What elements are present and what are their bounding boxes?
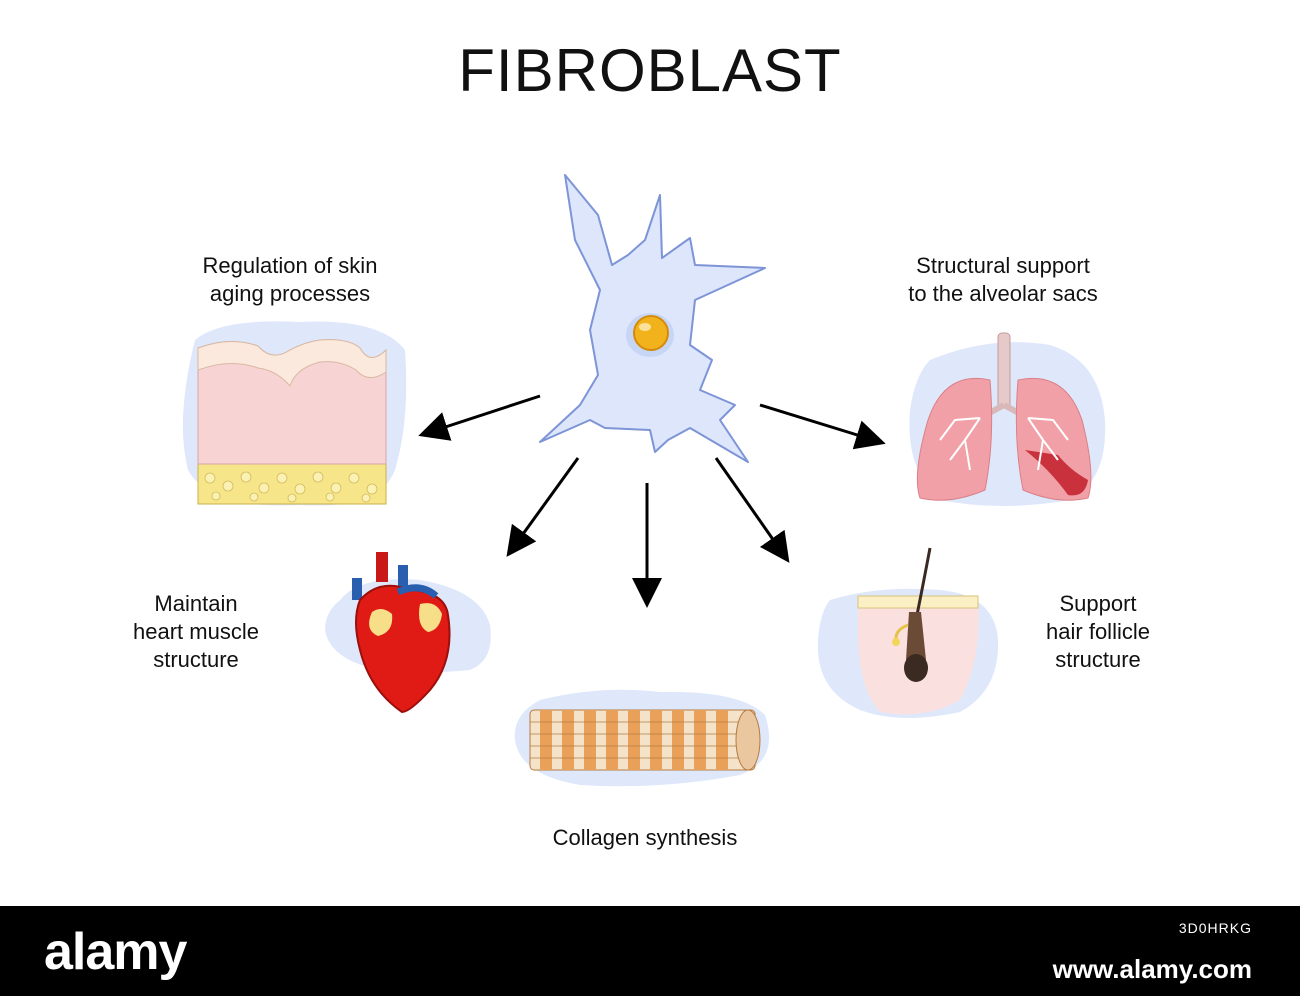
nucleus-icon bbox=[633, 315, 669, 351]
arrows bbox=[418, 394, 886, 608]
diagram-title: FIBROBLAST bbox=[458, 37, 842, 104]
diagram-canvas: FIBROBLAST Regulation of skin aging proc… bbox=[133, 37, 1150, 850]
label-heart-structure: Maintain heart muscle structure bbox=[133, 591, 259, 672]
watermark-footer: alamy 3D0HRKG www.alamy.com bbox=[0, 906, 1300, 996]
arrow-to-lungs bbox=[759, 403, 886, 450]
label-alveolar-support: Structural support to the alveolar sacs bbox=[908, 253, 1098, 306]
collagen-fiber-icon bbox=[514, 689, 770, 787]
lungs-icon bbox=[909, 332, 1106, 506]
arrow-to-skin bbox=[418, 394, 541, 441]
label-skin-aging: Regulation of skin aging processes bbox=[202, 253, 378, 306]
diagram-artwork bbox=[182, 174, 1106, 787]
arrow-to-hair bbox=[714, 457, 790, 563]
watermark-url: www.alamy.com bbox=[1052, 954, 1252, 984]
hair-follicle-icon bbox=[817, 547, 999, 719]
watermark-image-id: 3D0HRKG bbox=[1178, 920, 1252, 936]
skin-layers-icon bbox=[182, 321, 407, 506]
watermark-logo: alamy bbox=[44, 923, 187, 981]
fibroblast-cell-icon bbox=[539, 174, 766, 463]
arrow-to-heart bbox=[506, 457, 580, 557]
heart-icon bbox=[325, 552, 491, 714]
label-hair-follicle: Support hair follicle structure bbox=[1046, 591, 1150, 672]
label-collagen-synthesis: Collagen synthesis bbox=[552, 825, 738, 850]
